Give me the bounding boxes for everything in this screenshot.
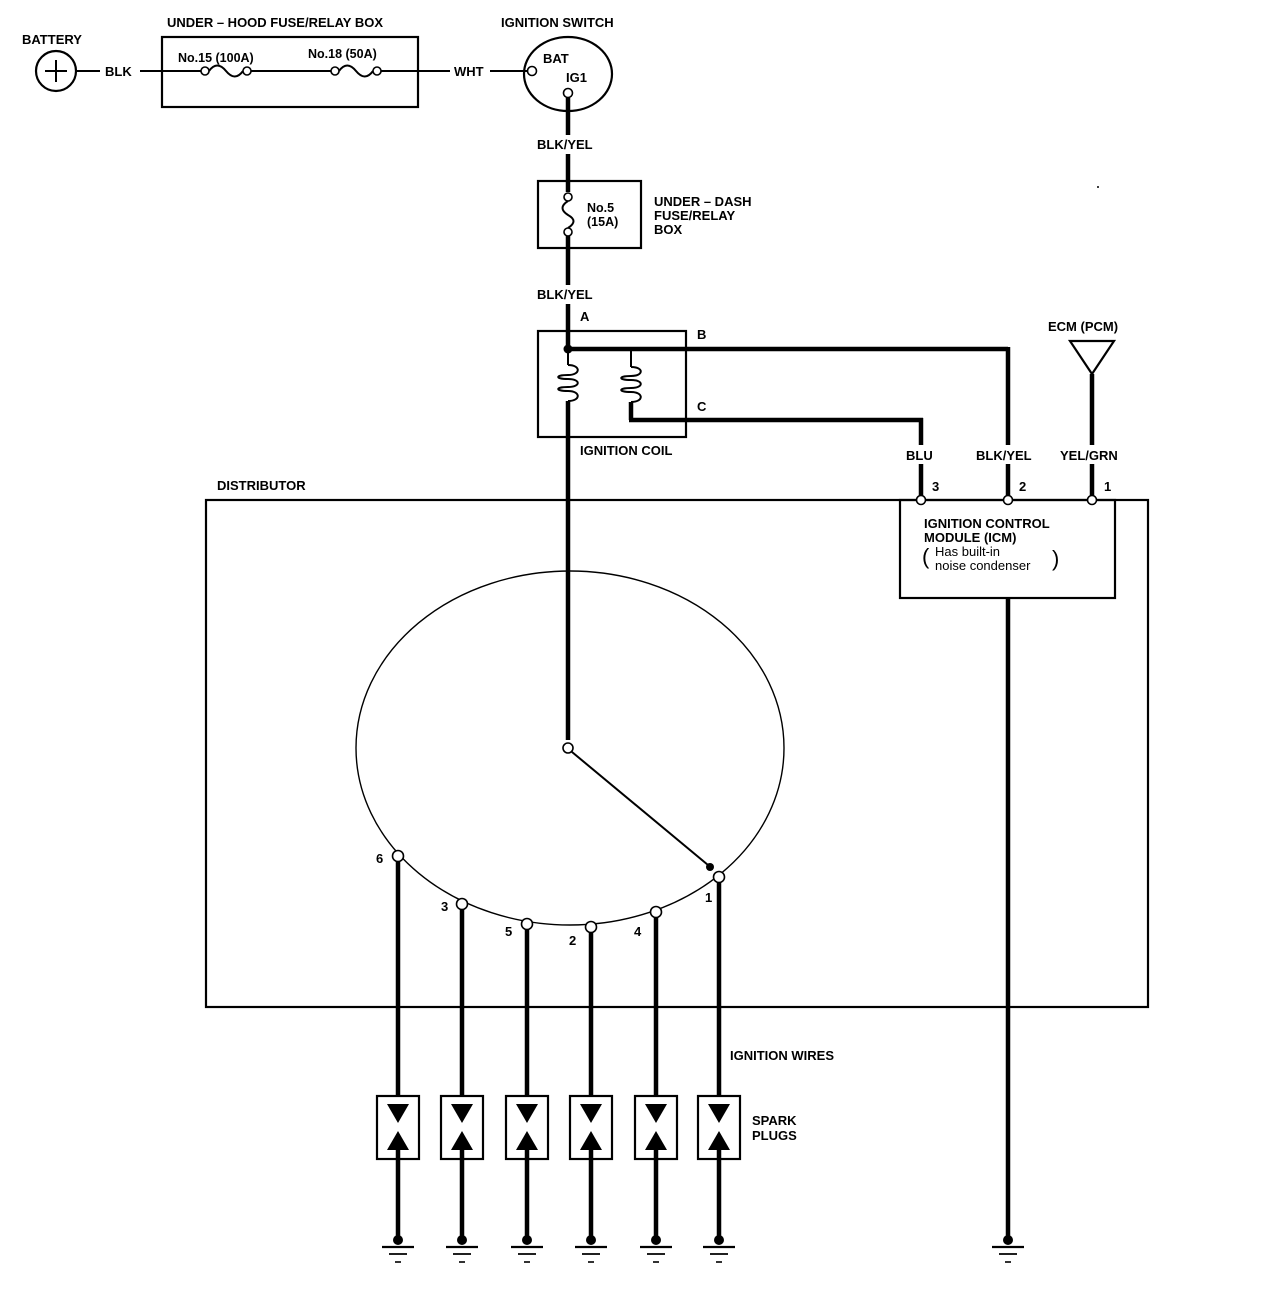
fuse-15-term-a bbox=[200, 66, 210, 76]
wire-label-yel-grn: YEL/GRN bbox=[1060, 448, 1118, 463]
cap-terminal-label: 1 bbox=[705, 890, 712, 905]
cap-terminal-label: 2 bbox=[569, 933, 576, 948]
ecm-title: ECM (PCM) bbox=[1048, 319, 1118, 334]
cap-terminal-label: 5 bbox=[505, 924, 512, 939]
icm-pin-2-term bbox=[1002, 494, 1014, 506]
wire-label-blk-yel-1: BLK/YEL bbox=[537, 137, 593, 152]
ground-symbol bbox=[575, 1235, 607, 1263]
cap-terminal-3: 3 bbox=[441, 897, 469, 1100]
fuse-18-term-a bbox=[330, 66, 340, 76]
fuse-15-term-b bbox=[242, 66, 252, 76]
cap-terminal-1: 1 bbox=[705, 870, 726, 1100]
ignition-coil: A B C IGNITION COIL bbox=[536, 309, 707, 458]
fuse-5-rating: (15A) bbox=[587, 215, 618, 229]
icm-note-2: noise condenser bbox=[935, 558, 1031, 573]
battery: BATTERY bbox=[22, 32, 82, 93]
spark-plugs-label-2: PLUGS bbox=[752, 1128, 797, 1143]
coil-secondary-winding bbox=[620, 366, 642, 403]
spark-plug bbox=[696, 1094, 742, 1238]
icm-paren-close: ) bbox=[1052, 546, 1059, 571]
wire-label-blk-yel-icm: BLK/YEL bbox=[976, 448, 1032, 463]
icm-pin-3: 3 bbox=[932, 479, 939, 494]
cap-terminal-label: 4 bbox=[634, 924, 642, 939]
ignition-switch-ig1-term bbox=[562, 87, 574, 99]
icm-paren-open: ( bbox=[922, 544, 930, 569]
ignition-control-module: 3 2 1 IGNITION CONTROL MODULE (ICM) ( Ha… bbox=[898, 479, 1117, 600]
coil-term-a-label: A bbox=[580, 309, 590, 324]
rotor-center bbox=[562, 742, 574, 754]
ignition-switch-ig1-label: IG1 bbox=[566, 70, 587, 85]
ground-symbol bbox=[382, 1235, 414, 1263]
underhood-title: UNDER – HOOD FUSE/RELAY BOX bbox=[167, 15, 383, 30]
cap-terminal-label: 3 bbox=[441, 899, 448, 914]
underdash-box-outline bbox=[536, 179, 643, 250]
fuse-15-element bbox=[208, 64, 244, 78]
ignition-coil-title: IGNITION COIL bbox=[580, 443, 673, 458]
distributor-title: DISTRIBUTOR bbox=[217, 478, 306, 493]
ignition-switch-title: IGNITION SWITCH bbox=[501, 15, 614, 30]
underhood-fuse-box: UNDER – HOOD FUSE/RELAY BOX No.15 (100A)… bbox=[160, 15, 420, 109]
cap-terminal-2: 2 bbox=[569, 920, 598, 1100]
ignition-switch: IGNITION SWITCH BAT IG1 bbox=[501, 15, 614, 113]
speck bbox=[1097, 186, 1099, 188]
cap-terminal-4: 4 bbox=[634, 905, 663, 1100]
ignition-switch-bat-term bbox=[526, 65, 538, 77]
spark-plugs-label-1: SPARK bbox=[752, 1113, 797, 1128]
spark-plug bbox=[439, 1094, 485, 1238]
icm-pin-1-term bbox=[1086, 494, 1098, 506]
grounds-group bbox=[382, 1235, 1024, 1263]
wire-label-wht: WHT bbox=[454, 64, 484, 79]
spark-plug bbox=[504, 1094, 550, 1238]
cap-terminal-label: 6 bbox=[376, 851, 383, 866]
ground-symbol bbox=[992, 1235, 1024, 1263]
coil-term-b-label: B bbox=[697, 327, 706, 342]
underdash-title-2: FUSE/RELAY bbox=[654, 208, 735, 223]
fuse-18-label: No.18 (50A) bbox=[308, 47, 377, 61]
ignition-wires-label: IGNITION WIRES bbox=[730, 1048, 834, 1063]
ground-symbol bbox=[703, 1235, 735, 1263]
underdash-title-3: BOX bbox=[654, 222, 683, 237]
spark-plug bbox=[633, 1094, 679, 1238]
coil-term-c-label: C bbox=[697, 399, 707, 414]
icm-pin-1: 1 bbox=[1104, 479, 1111, 494]
ground-symbol bbox=[640, 1235, 672, 1263]
icm-title-1: IGNITION CONTROL bbox=[924, 516, 1050, 531]
icm-pin-2: 2 bbox=[1019, 479, 1026, 494]
distributor-housing bbox=[204, 498, 1150, 1009]
underdash-title-1: UNDER – DASH bbox=[654, 194, 752, 209]
spark-plug bbox=[375, 1094, 421, 1238]
wire-label-blk-yel-2: BLK/YEL bbox=[537, 287, 593, 302]
fuse-18-element bbox=[338, 64, 374, 78]
icm-note-1: Has built-in bbox=[935, 544, 1000, 559]
spark-plug bbox=[568, 1094, 614, 1238]
ground-symbol bbox=[446, 1235, 478, 1263]
rotor-tip bbox=[706, 863, 714, 871]
fuse-18-term-b bbox=[372, 66, 382, 76]
wire-label-blu: BLU bbox=[906, 448, 933, 463]
cap-terminal-6: 6 bbox=[376, 849, 405, 1100]
icm-pin-3-term bbox=[915, 494, 927, 506]
fuse-5-element bbox=[561, 200, 575, 229]
ground-symbol bbox=[511, 1235, 543, 1263]
fuse-5-label: No.5 bbox=[587, 201, 614, 215]
underdash-fuse-box: No.5 (15A) UNDER – DASH FUSE/RELAY BOX bbox=[536, 179, 752, 250]
icm-box-outline bbox=[898, 498, 1117, 600]
rotor-arm bbox=[571, 751, 709, 866]
fuse-15-label: No.15 (100A) bbox=[178, 51, 254, 65]
wire-label-blk: BLK bbox=[105, 64, 132, 79]
coil-primary-winding bbox=[557, 364, 579, 402]
battery-label: BATTERY bbox=[22, 32, 82, 47]
coil-box-outline bbox=[536, 329, 688, 439]
ecm-pcm: ECM (PCM) bbox=[1048, 319, 1118, 445]
fuse-5-term-b bbox=[563, 227, 573, 237]
ecm-triangle-symbol bbox=[1067, 339, 1117, 376]
spark-plugs-group bbox=[375, 1094, 742, 1238]
cap-terminal-5: 5 bbox=[505, 917, 534, 1100]
fuse-5-term-a bbox=[563, 192, 573, 202]
icm-title-2: MODULE (ICM) bbox=[924, 530, 1016, 545]
ignition-switch-bat-label: BAT bbox=[543, 51, 569, 66]
